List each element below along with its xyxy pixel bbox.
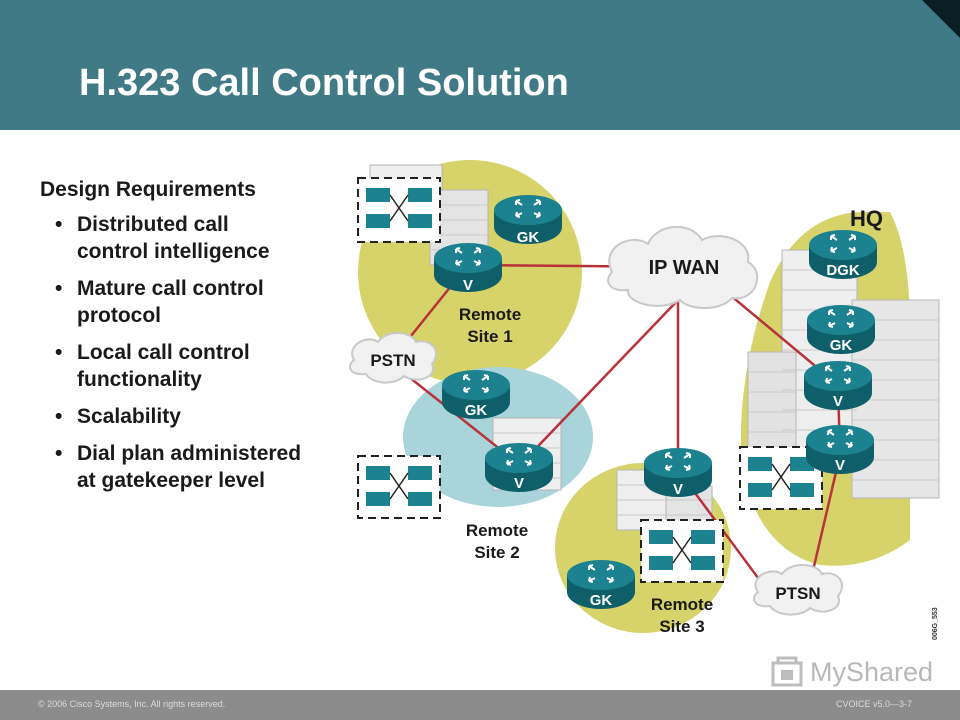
site3-label-line2: Site 3 xyxy=(659,617,704,636)
pstn-label: PSTN xyxy=(370,351,415,370)
footer-bar: © 2006 Cisco Systems, Inc. All rights re… xyxy=(0,690,960,720)
svg-text:GK: GK xyxy=(465,402,488,419)
site2-voice-gateway-icon: V xyxy=(485,443,553,492)
watermark: MyShared xyxy=(770,655,934,695)
hq-label: HQ xyxy=(850,206,883,231)
watermark-text: MyShared xyxy=(810,657,934,687)
site2-label-line1: Remote xyxy=(466,521,528,540)
svg-text:V: V xyxy=(514,475,524,492)
site3-gk-router-icon: GK xyxy=(567,560,635,609)
ip-wan-label: IP WAN xyxy=(649,257,720,279)
hq-gk-router-icon: GK xyxy=(807,305,875,354)
svg-text:V: V xyxy=(833,393,843,410)
network-diagram: IP WAN PSTN PTSN GK xyxy=(349,160,940,640)
site2-gk-router-icon: GK xyxy=(442,370,510,419)
svg-text:GK: GK xyxy=(517,229,540,246)
hq-voice-gateway-2-icon: V xyxy=(806,425,874,474)
svg-text:V: V xyxy=(463,277,473,294)
hq-dgk-router-icon: DGK xyxy=(809,230,877,279)
site3-label-line1: Remote xyxy=(651,595,713,614)
course-code: CVOICE v5.0—3-7 xyxy=(835,699,912,709)
ptsn-label: PTSN xyxy=(775,584,820,603)
site3-switch xyxy=(640,519,724,583)
pstn-cloud: PSTN xyxy=(349,332,437,384)
figure-id: 006G_553 xyxy=(932,607,939,640)
svg-text:V: V xyxy=(673,481,683,498)
watermark-icon xyxy=(771,656,803,687)
hq-voice-gateway-1-icon: V xyxy=(804,361,872,410)
svg-text:DGK: DGK xyxy=(826,262,860,279)
requirements-heading: Design Requirements xyxy=(40,178,256,201)
site1-label-line2: Site 1 xyxy=(467,327,512,346)
corner-triangle xyxy=(922,0,960,38)
site2-label-line2: Site 2 xyxy=(474,543,519,562)
svg-text:GK: GK xyxy=(590,592,613,609)
site2-switch xyxy=(357,455,441,519)
title-bar: H.323 Call Control Solution xyxy=(0,0,960,130)
site1-gk-router-icon: GK xyxy=(494,195,562,246)
site1-label-line1: Remote xyxy=(459,305,521,324)
requirement-item: Scalability xyxy=(40,403,340,430)
slide-title: H.323 Call Control Solution xyxy=(79,62,569,104)
ip-wan-cloud: IP WAN xyxy=(607,225,759,309)
copyright-text: © 2006 Cisco Systems, Inc. All rights re… xyxy=(38,699,226,709)
requirements-panel: Design Requirements Distributed callcont… xyxy=(40,178,340,504)
site3-voice-gateway-icon: V xyxy=(644,448,712,498)
site1-voice-gateway-icon: V xyxy=(434,243,502,294)
ptsn-cloud: PTSN xyxy=(753,564,843,616)
svg-text:V: V xyxy=(835,457,845,474)
svg-text:GK: GK xyxy=(830,337,853,354)
site1-switch xyxy=(357,177,441,243)
